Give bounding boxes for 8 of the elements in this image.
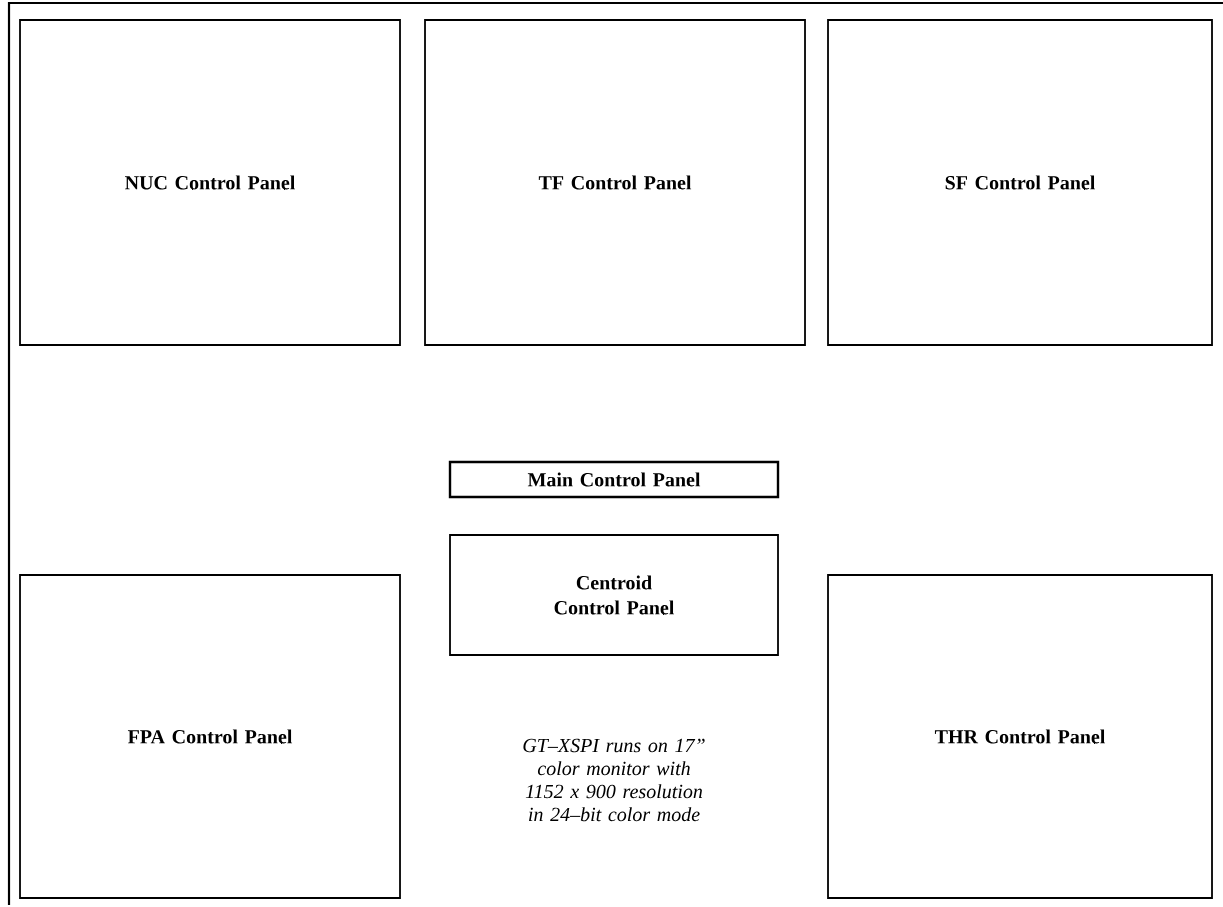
panel-box: Main Control Panel <box>448 460 780 499</box>
note-text: GT–XSPI runs on 17” color monitor with 1152 x 900 resolution in 24–bit color mode <box>523 738 705 822</box>
panel-box: THR Control Panel <box>827 574 1213 899</box>
panel-box: SF Control Panel <box>827 19 1213 346</box>
panel-box: TF Control Panel <box>424 19 806 346</box>
panel-box: FPA Control Panel <box>19 574 401 899</box>
panel-box: Centroid Control Panel <box>449 534 779 656</box>
panel-box: NUC Control Panel <box>19 19 401 346</box>
